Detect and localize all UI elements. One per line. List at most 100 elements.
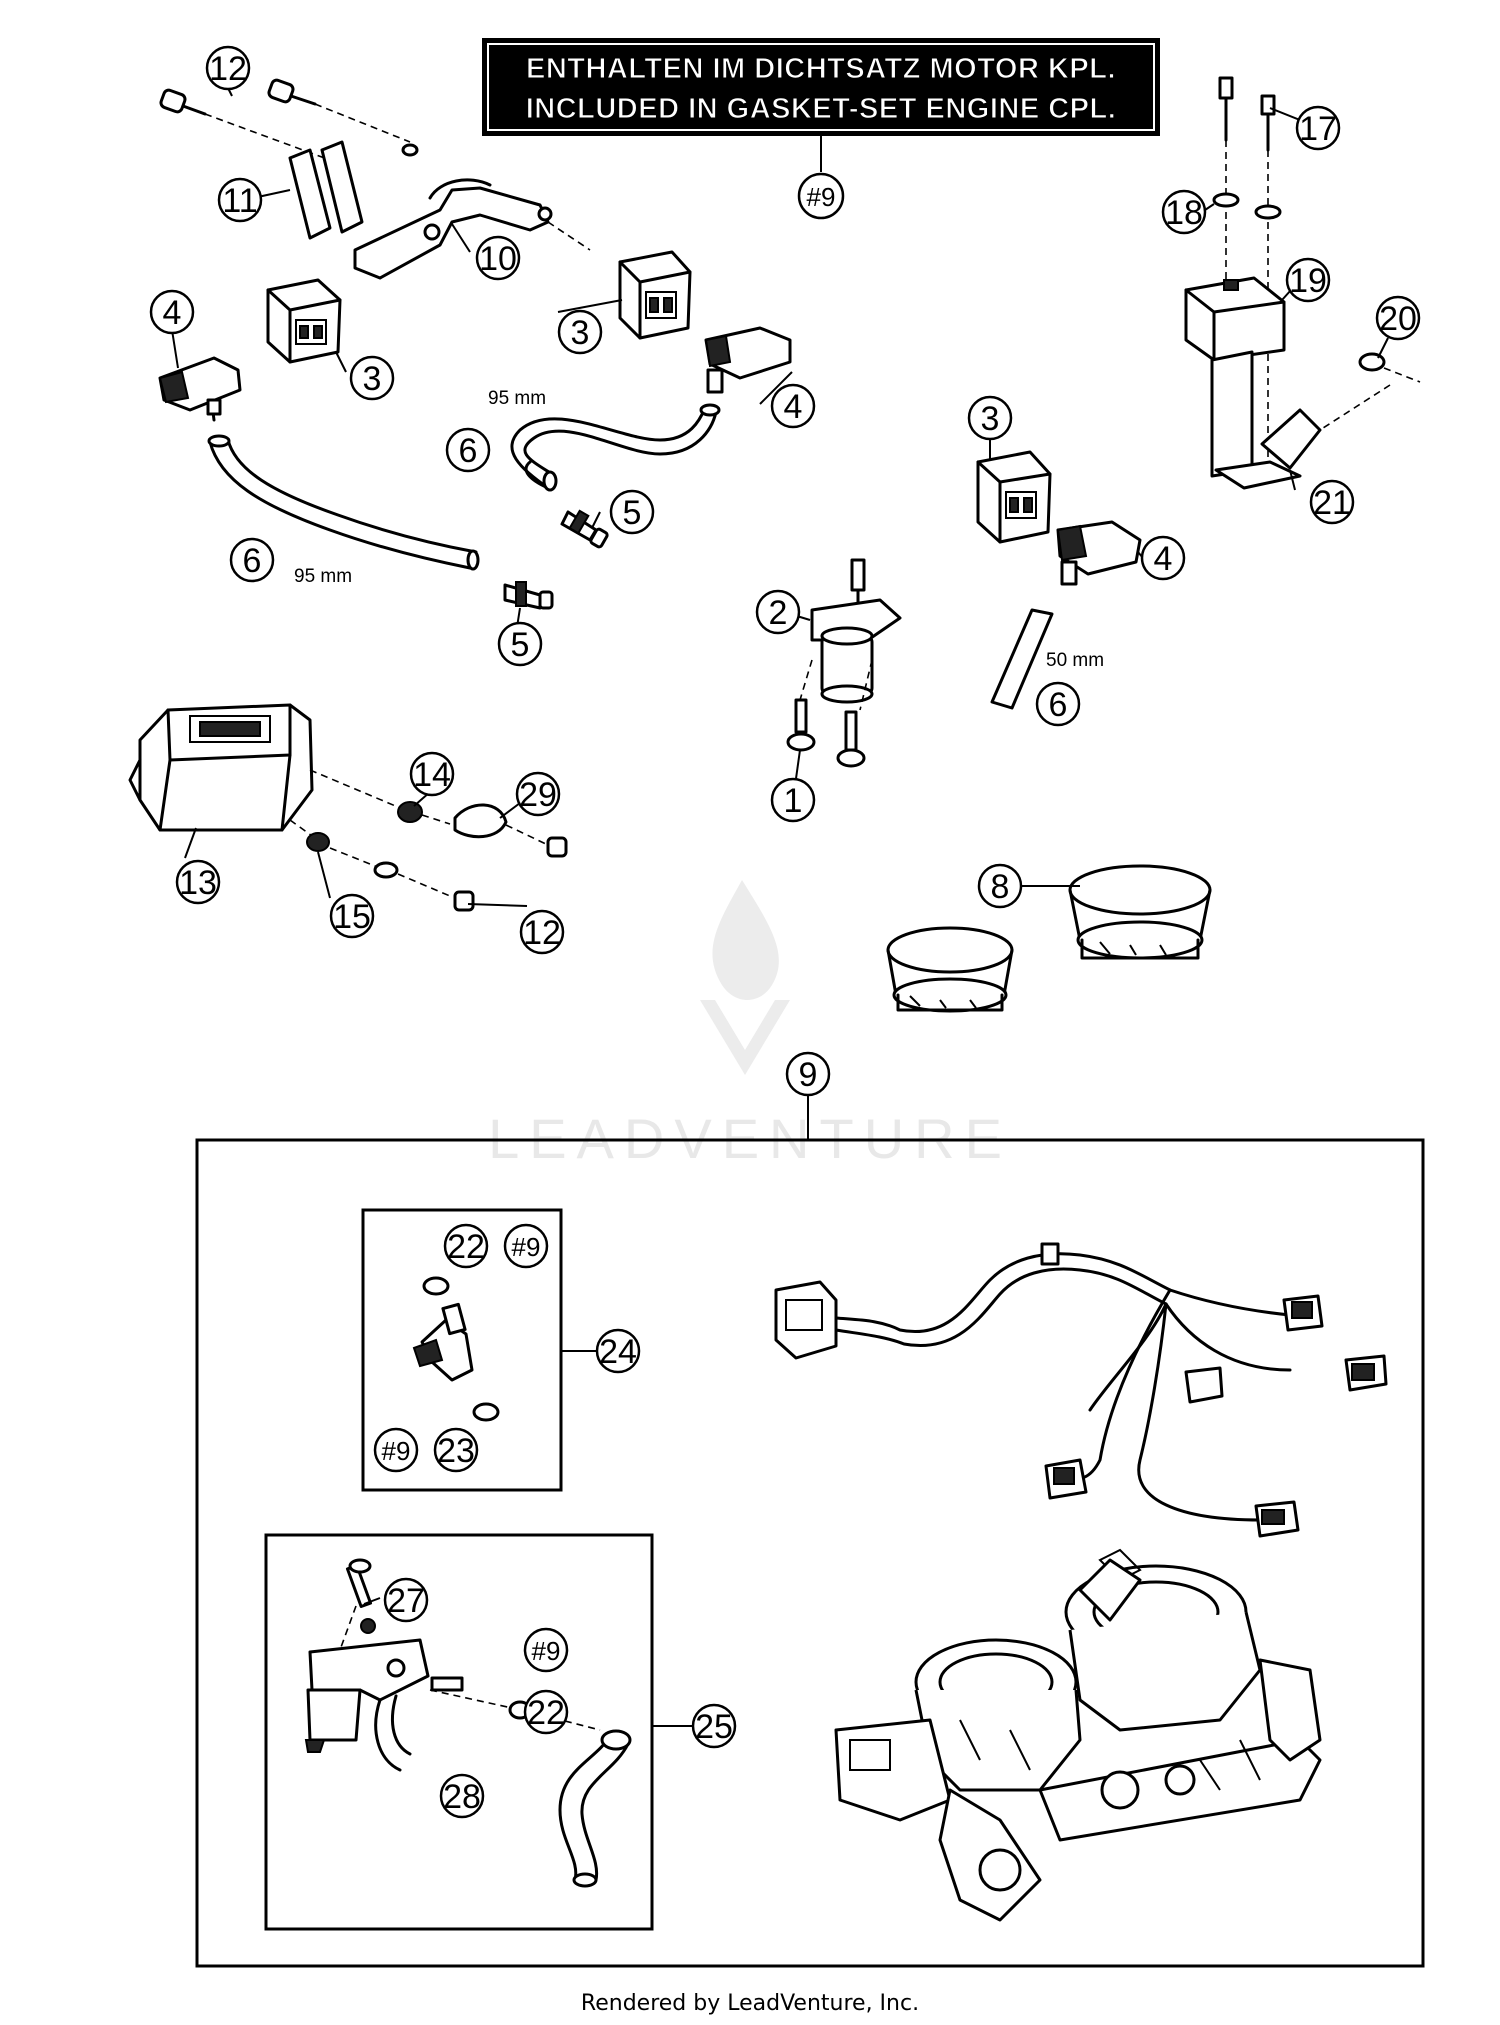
svg-text:29: 29 — [519, 776, 557, 814]
callout-9-injector-top: #9 — [503, 1223, 549, 1269]
hardware-13-set — [289, 769, 568, 912]
callouts: 12 11 10 #9 4 3 3 4 6 5 6 5 2 1 3 4 6 17… — [149, 45, 1421, 1819]
ecu-13 — [128, 703, 314, 832]
washers-18 — [1212, 192, 1282, 220]
svg-text:#9: #9 — [532, 1636, 561, 1666]
callout-21: 21 — [1309, 479, 1355, 525]
svg-text:11: 11 — [222, 182, 257, 220]
callout-28: 28 — [439, 1773, 485, 1819]
intake-boot-8-left — [886, 926, 1014, 1013]
sensor-housing-3-left — [266, 278, 342, 364]
callout-13: 13 — [175, 859, 221, 905]
intake-boot-8-right — [1068, 864, 1212, 960]
plate-11 — [288, 140, 364, 240]
callout-1: 1 — [770, 777, 816, 823]
svg-text:13: 13 — [179, 864, 217, 902]
wiring-harness — [774, 1242, 1388, 1538]
svg-text:19: 19 — [1289, 262, 1327, 300]
svg-text:4: 4 — [784, 388, 803, 426]
svg-text:22: 22 — [527, 1694, 565, 1732]
svg-text:#9: #9 — [807, 182, 836, 212]
svg-text:18: 18 — [1165, 194, 1203, 232]
sensor-box-25 — [264, 1533, 694, 1931]
callout-12-top: 12 — [205, 45, 251, 91]
sensor-housing-3-right — [976, 450, 1052, 544]
hose-6-right — [990, 608, 1054, 710]
callout-9-banner: #9 — [797, 172, 845, 220]
nipple-5-left — [503, 581, 554, 610]
nipple-5-middle — [560, 509, 609, 549]
throttle-assembly-frame-9 — [195, 1096, 1425, 1968]
pressure-sensor-4-left — [158, 356, 242, 422]
injector-box-24 — [361, 1208, 598, 1492]
actuator-2 — [799, 558, 902, 711]
bracket-21 — [1210, 350, 1391, 490]
svg-text:6: 6 — [243, 542, 262, 580]
callout-11: 11 — [217, 177, 263, 223]
callout-3-top: 3 — [557, 309, 603, 355]
callout-14: 14 — [409, 751, 455, 797]
callout-4-top: 4 — [770, 383, 816, 429]
svg-text:6: 6 — [1049, 686, 1068, 724]
callout-6-middle: 6 — [445, 427, 491, 473]
svg-text:24: 24 — [599, 1333, 637, 1371]
svg-text:6: 6 — [459, 432, 478, 470]
dimension-hose-left: 95 mm — [294, 566, 352, 587]
dimension-hose-right: 50 mm — [1046, 650, 1104, 671]
svg-text:20: 20 — [1379, 300, 1417, 338]
callout-10: 10 — [475, 235, 521, 281]
callout-2: 2 — [755, 589, 801, 635]
callout-6-left: 6 — [229, 537, 275, 583]
svg-text:12: 12 — [523, 914, 561, 952]
callout-9-injector-bottom: #9 — [373, 1427, 419, 1473]
leadventure-watermark: LEADVENTURE — [488, 880, 1002, 1170]
bolts-1 — [786, 698, 866, 768]
svg-text:#9: #9 — [512, 1232, 541, 1262]
callout-12-lower: 12 — [519, 909, 565, 955]
svg-text:27: 27 — [387, 1582, 425, 1620]
callout-27: 27 — [383, 1577, 429, 1623]
screw-20 — [1358, 352, 1421, 383]
callout-23: 23 — [433, 1427, 479, 1473]
svg-text:21: 21 — [1313, 484, 1351, 522]
hose-6-left — [207, 434, 480, 571]
svg-text:9: 9 — [799, 1056, 818, 1094]
banner-line-2: INCLUDED IN GASKET-SET ENGINE CPL. — [526, 93, 1117, 125]
callout-15: 15 — [329, 893, 375, 939]
svg-text:2: 2 — [769, 594, 788, 632]
callout-22-sensor-box: 22 — [523, 1689, 569, 1735]
svg-text:8: 8 — [991, 868, 1010, 906]
svg-text:23: 23 — [437, 1432, 475, 1470]
svg-text:28: 28 — [443, 1778, 481, 1816]
svg-text:3: 3 — [363, 360, 382, 398]
callout-4-right: 4 — [1140, 535, 1186, 581]
callout-24: 24 — [595, 1328, 641, 1374]
throttle-body — [834, 1548, 1322, 1922]
callout-3-left: 3 — [349, 355, 395, 401]
gasket-set-banner: ENTHALTEN IM DICHTSATZ MOTOR KPL. INCLUD… — [482, 38, 1160, 172]
svg-text:3: 3 — [981, 400, 1000, 438]
svg-text:12: 12 — [209, 50, 247, 88]
hose-6-middle — [510, 403, 721, 492]
svg-text:5: 5 — [511, 626, 530, 664]
callout-9-sensor-box: #9 — [523, 1627, 569, 1673]
callout-25: 25 — [691, 1703, 737, 1749]
sensor-housing-3-top — [618, 250, 692, 340]
callout-4-left: 4 — [149, 289, 195, 335]
svg-text:10: 10 — [479, 240, 517, 278]
callout-5-left: 5 — [497, 621, 543, 667]
pressure-sensor-4-top — [704, 326, 792, 394]
callout-22-injector: 22 — [443, 1223, 489, 1269]
svg-text:15: 15 — [333, 898, 371, 936]
callout-6-right: 6 — [1035, 681, 1081, 727]
relay-19 — [1184, 276, 1286, 362]
svg-text:5: 5 — [623, 494, 642, 532]
svg-text:#9: #9 — [382, 1436, 411, 1466]
callout-5-middle: 5 — [609, 489, 655, 535]
pressure-sensor-4-right — [1056, 520, 1142, 586]
svg-text:4: 4 — [1154, 540, 1173, 578]
callout-29: 29 — [515, 771, 561, 817]
callout-9-frame: 9 — [785, 1051, 831, 1097]
banner-line-1: ENTHALTEN IM DICHTSATZ MOTOR KPL. — [526, 53, 1116, 85]
